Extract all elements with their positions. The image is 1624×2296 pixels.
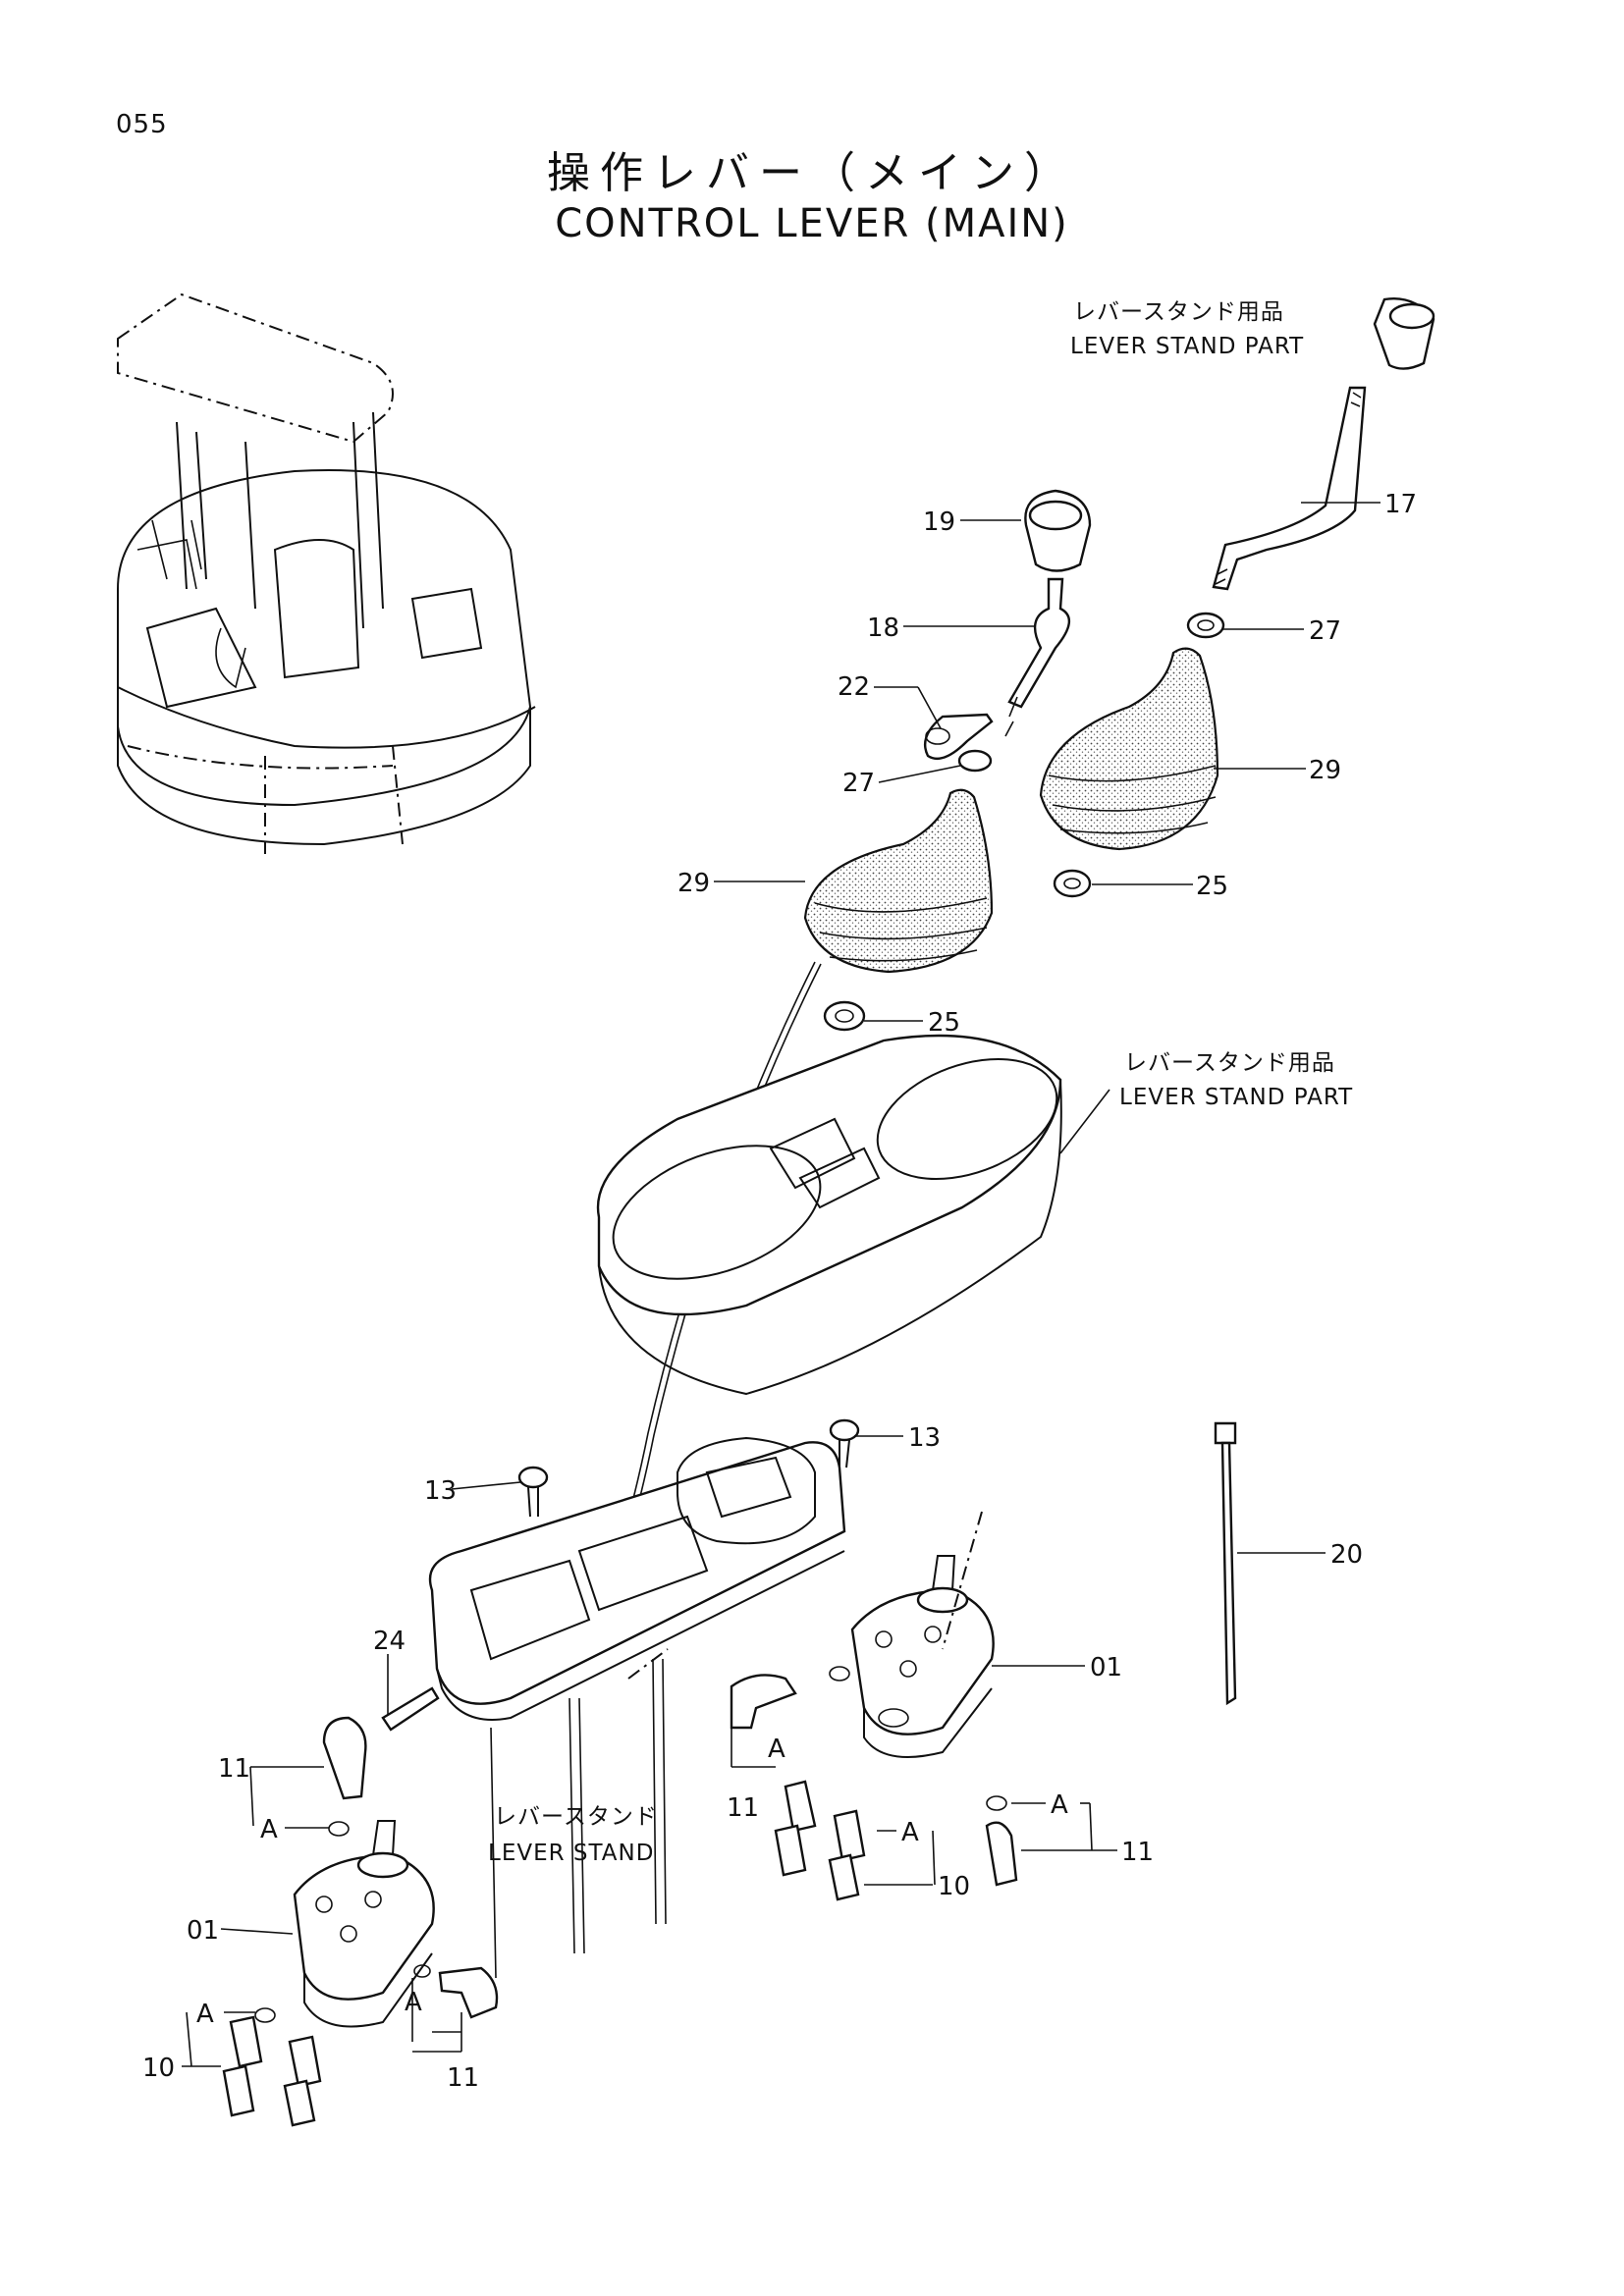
note-lever-stand-part-en-top: LEVER STAND PART [1070,334,1304,359]
callout-a-fittings-right: A [901,1818,919,1847]
callout-11-upper-right: 11 [727,1793,759,1823]
callout-a-left: A [196,2000,214,2029]
cable-tie-20 [1214,1421,1237,1706]
o-ring-a [254,2007,276,2023]
pilot-valve-01-left [293,1820,435,2028]
callout-24: 24 [373,1627,406,1656]
note-lever-stand-part-en-mid: LEVER STAND PART [1119,1085,1353,1110]
nut-25-right [1053,869,1092,898]
callout-a-upper-right: A [768,1735,785,1764]
callout-a-upper-left: A [260,1815,278,1844]
title-english: CONTROL LEVER (MAIN) [555,201,1069,246]
knob-19-lever-18 [1004,489,1092,737]
boot-29-left [803,788,994,974]
callout-a-bottom: A [405,1988,422,2017]
pin-22 [923,713,994,761]
note-lever-stand-en: LEVER STAND [488,1841,654,1866]
elbow-11-lower-right [985,1821,1018,1887]
boot-29-right [1039,647,1219,851]
callout-01-left: 01 [187,1916,219,1946]
washer-27-left [957,749,993,773]
elbow-11-upper-right [730,1674,797,1730]
fitting-24 [381,1686,440,1732]
callout-10-left: 10 [142,2054,175,2083]
callout-29-right: 29 [1309,756,1341,785]
callout-11-upper-left: 11 [218,1754,250,1784]
note-lever-stand-part-jp-mid: レバースタンド用品 [1124,1050,1335,1076]
callout-29-left: 29 [677,869,710,898]
nut-25-left [823,1000,866,1032]
o-ring-a [986,1795,1007,1811]
elbow-11-lower-left [438,1966,499,2019]
leader-lines [182,502,1380,2067]
fittings-10-left [222,2015,322,2127]
machine-overview-illustration [117,293,536,854]
callout-20: 20 [1330,1540,1363,1570]
callout-13-left: 13 [424,1476,457,1506]
page-number: 055 [116,110,168,139]
callout-a-right: A [1051,1790,1068,1820]
callout-22: 22 [838,672,870,702]
bolt-13-left [517,1466,549,1518]
callout-11-lower-right: 11 [1121,1838,1154,1867]
callout-19: 19 [923,507,955,537]
note-lever-stand-part-jp-top: レバースタンド用品 [1073,299,1284,325]
callout-25-left: 25 [928,1008,960,1038]
lever-stand-bracket [428,1436,846,1721]
callout-27-left: 27 [842,769,875,798]
fittings-10-right [774,1780,866,1901]
callout-10-right: 10 [938,1872,970,1901]
lever-stand-cover [596,1034,1062,1396]
pilot-valve-01-right [850,1555,995,1758]
o-ring-a [829,1666,850,1682]
callout-18: 18 [867,614,899,643]
washer-27-right [1186,612,1225,639]
note-lever-stand-jp: レバースタンド [494,1804,658,1830]
o-ring-a [413,1964,431,1978]
title-japanese: 操作レバー（メイン） [547,148,1077,198]
o-ring-a [328,1821,350,1837]
callout-25-right: 25 [1196,872,1228,901]
callout-27-right: 27 [1309,616,1341,646]
callout-11-lower-left: 11 [447,2063,479,2093]
lever-17 [1212,297,1435,591]
elbow-11-upper-left [322,1716,367,1800]
callout-13-right: 13 [908,1423,941,1453]
bolt-13-right [829,1418,860,1468]
callout-17: 17 [1384,490,1417,519]
callout-01-right: 01 [1090,1653,1122,1682]
